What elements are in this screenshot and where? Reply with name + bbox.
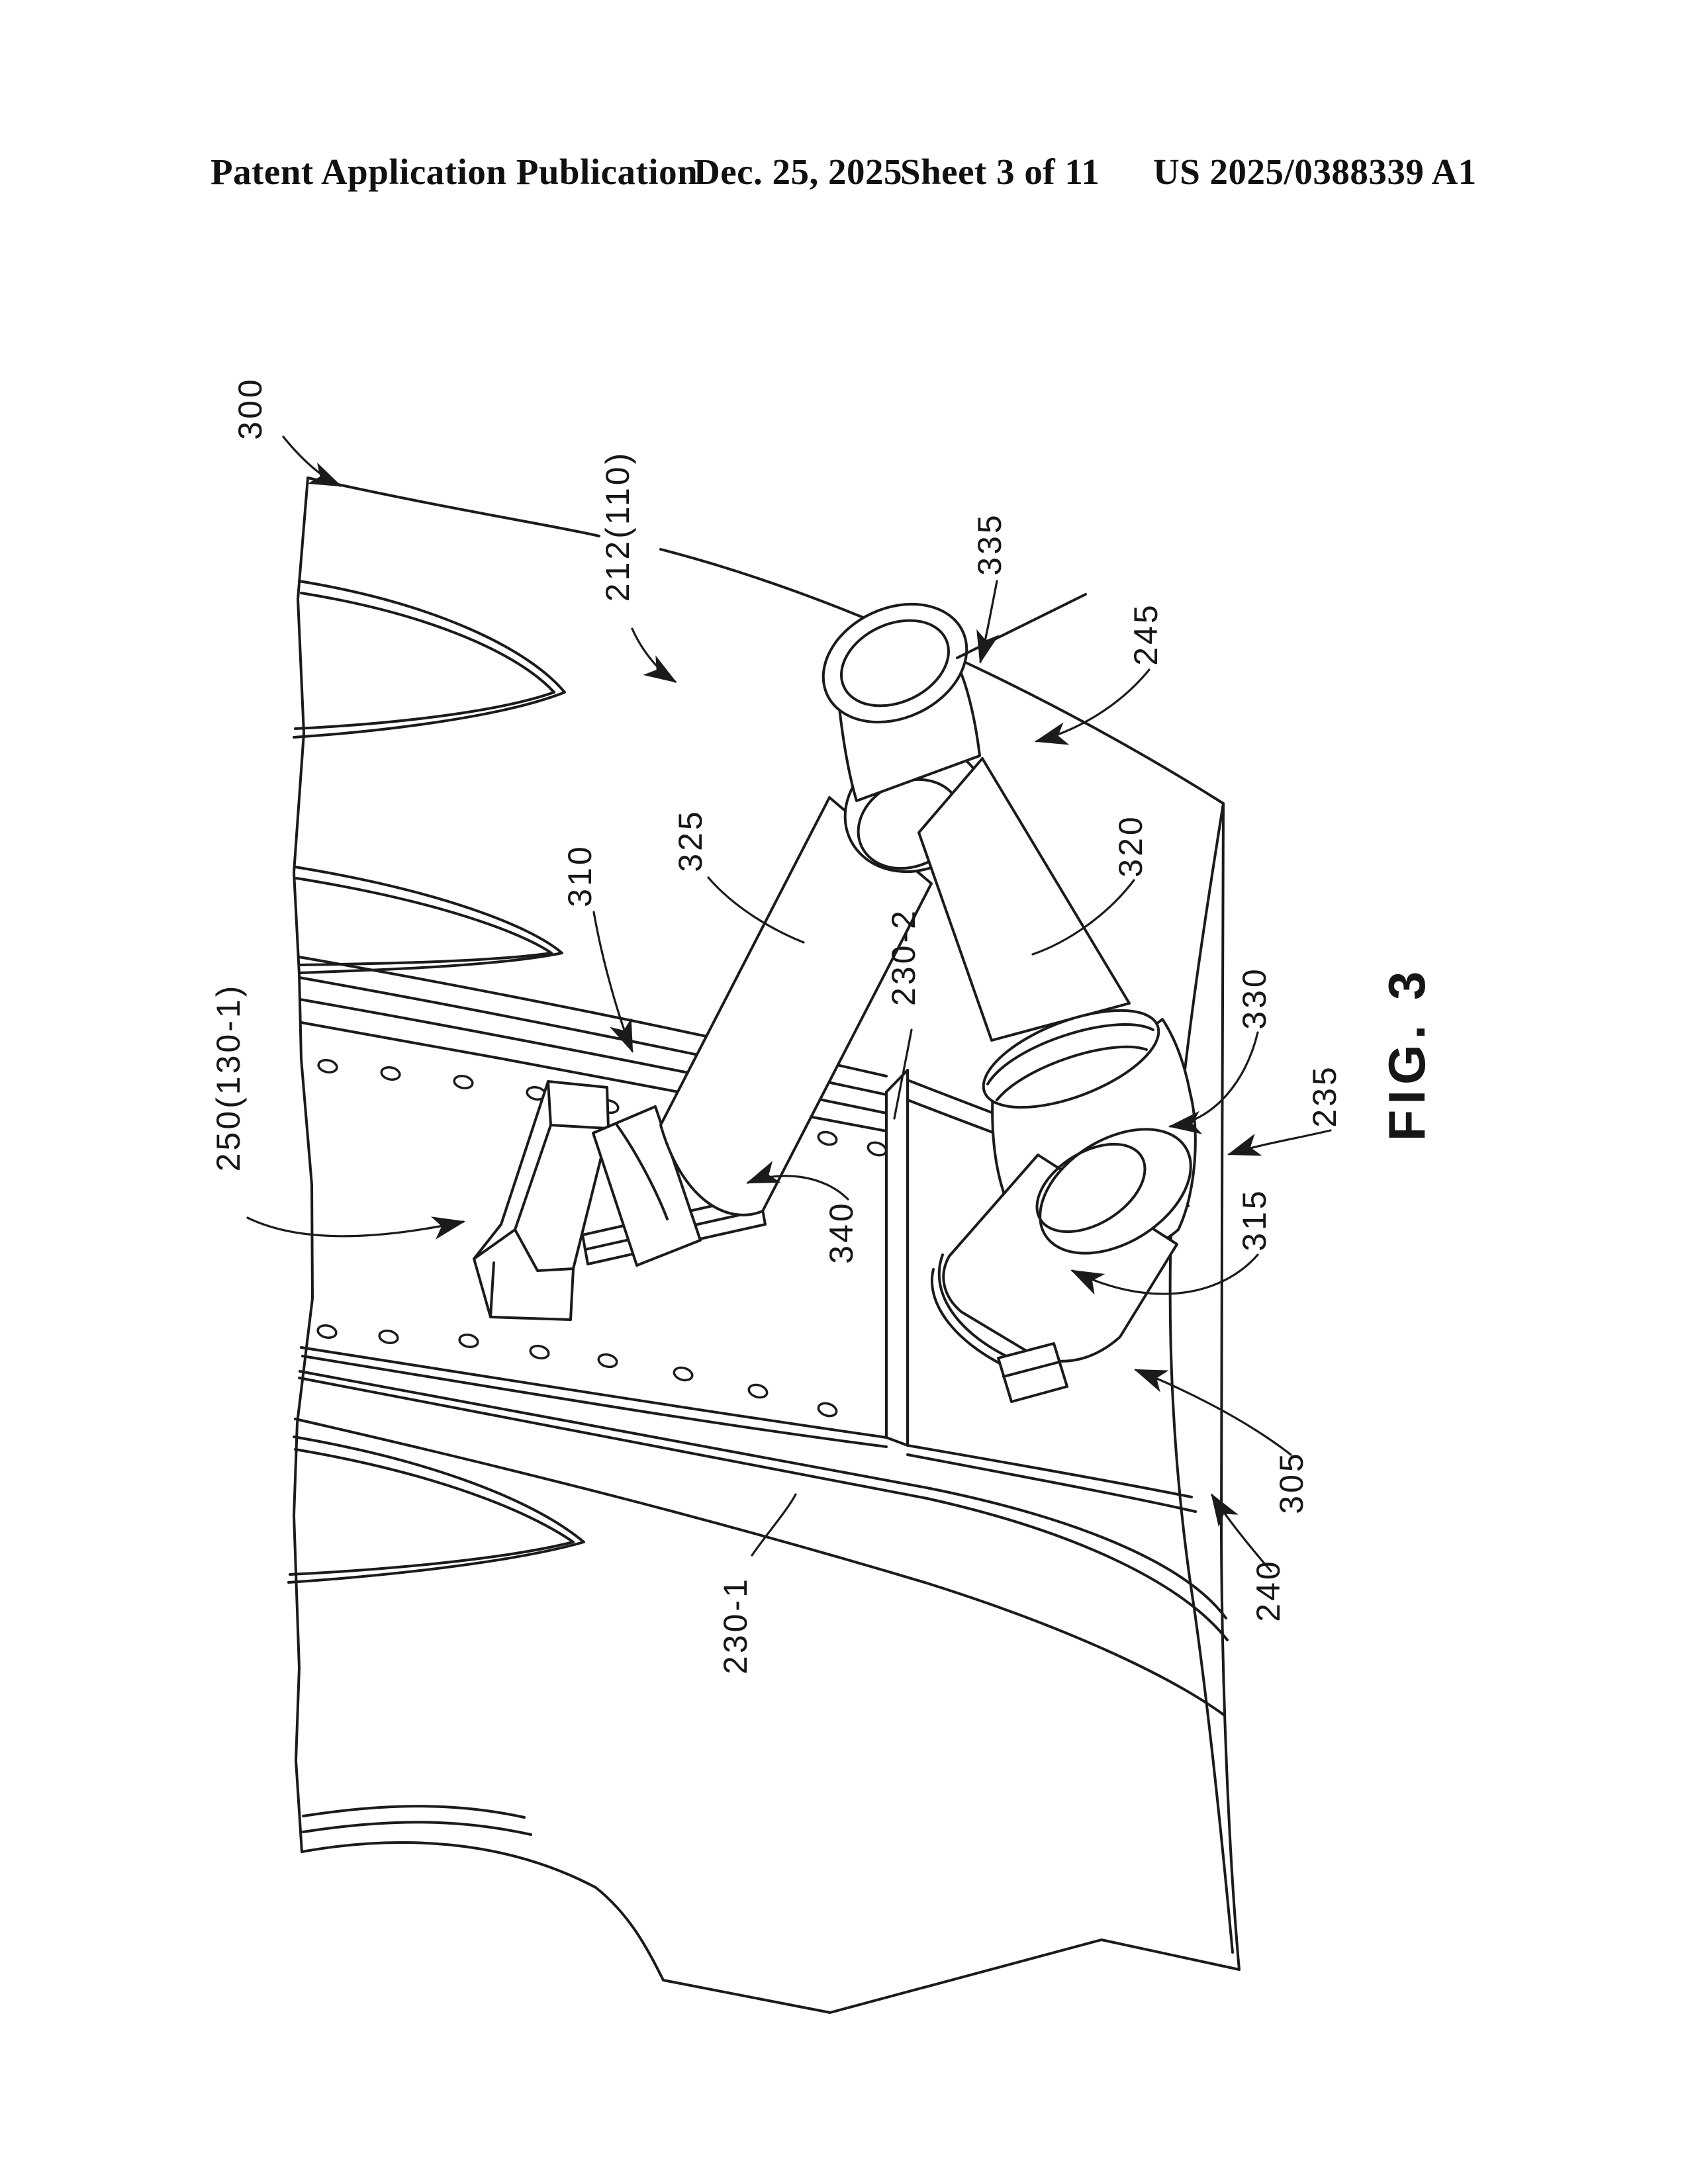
ref-label-212: 212(110) (599, 451, 636, 602)
arm-link-320 (917, 757, 1131, 1042)
ref-label-320: 320 (1112, 814, 1149, 877)
leader-lines (246, 435, 1332, 1572)
page-header: Patent Application Publication Dec. 25, … (0, 0, 1688, 199)
leader-245 (1034, 668, 1150, 745)
leader-325 (707, 876, 805, 944)
leader-240 (1211, 1493, 1272, 1572)
ref-label-245: 245 (1127, 602, 1164, 665)
header-date: Dec. 25, 2025 (694, 152, 903, 192)
lower-rivet-band (294, 1346, 1229, 1717)
opening-side-wall (885, 1069, 909, 1447)
ref-label-240: 240 (1250, 1559, 1287, 1621)
header-publication-type: Patent Application Publication (211, 152, 698, 192)
leader-250 (246, 1216, 466, 1240)
leader-305 (1134, 1369, 1292, 1456)
arm-base-mount (581, 1105, 767, 1267)
leader-315 (1070, 1253, 1259, 1295)
leader-235 (1227, 1129, 1332, 1156)
ref-label-230-1: 230-1 (717, 1576, 754, 1674)
fan-case-outline (293, 477, 1241, 2014)
ref-label-300: 300 (232, 377, 269, 439)
figure-caption: FIG. 3 (1378, 966, 1436, 1142)
leader-212 (631, 627, 677, 683)
ref-label-330: 330 (1236, 966, 1273, 1029)
robot-arm (659, 593, 1197, 1403)
ref-label-335: 335 (971, 512, 1008, 575)
case-cutout-lobes (287, 580, 585, 1584)
tool-foot-tab (997, 1342, 1068, 1403)
tool-cylinder-bore (1035, 1142, 1147, 1234)
header-sheet-number: Sheet 3 of 11 (900, 152, 1100, 192)
leader-320 (1031, 879, 1135, 956)
arm-joint-top-rim (840, 619, 950, 707)
tool-cylinder-face (1039, 1128, 1192, 1255)
ref-label-315: 315 (1236, 1188, 1273, 1251)
rivet-row-lower (316, 1324, 838, 1418)
reference-labels: 300 212(110) 335 245 325 310 230-2 320 3… (210, 377, 1436, 1674)
ref-label-235: 235 (1306, 1064, 1343, 1127)
leader-335 (976, 580, 1000, 664)
ref-label-325: 325 (672, 809, 709, 872)
leader-300 (282, 435, 342, 487)
ref-label-310: 310 (561, 844, 598, 907)
leader-330 (1168, 1031, 1259, 1134)
leader-230-2 (893, 1028, 913, 1120)
arm-mount-boss (956, 593, 1087, 659)
ref-label-250: 250(130-1) (210, 983, 247, 1172)
ref-label-305: 305 (1273, 1451, 1310, 1514)
ref-label-230-2: 230-2 (885, 908, 922, 1006)
arm-link-325 (659, 796, 933, 1216)
ref-label-340: 340 (823, 1201, 860, 1263)
mount-bracket (473, 1080, 610, 1321)
header-publication-number: US 2025/0388339 A1 (1153, 152, 1477, 192)
leader-340 (746, 1161, 849, 1201)
leader-310 (592, 911, 633, 1053)
opening-bottom-edge (906, 1444, 1197, 1513)
arm-joint-top (821, 602, 968, 724)
leader-230-1 (751, 1493, 797, 1557)
arm-wrist-rim (982, 1009, 1160, 1109)
